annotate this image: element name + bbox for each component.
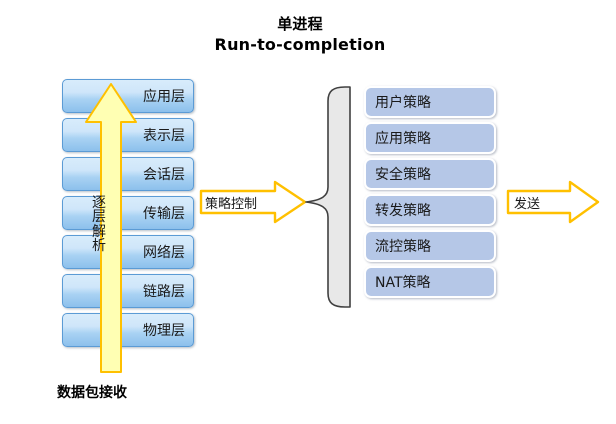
layer-label: 会话层 [143, 167, 185, 183]
diagram-title: 单进程 Run-to-completion [130, 14, 470, 56]
layer-label: 传输层 [143, 206, 185, 222]
policy-label: 转发策略 [375, 203, 431, 219]
layer-box-datalink[interactable]: 链路层 [62, 274, 194, 308]
layer-label: 网络层 [143, 245, 185, 261]
title-line-chinese: 单进程 [277, 15, 323, 33]
parse-arrow-char: 逐 [92, 195, 106, 211]
layer-label: 应用层 [143, 89, 185, 105]
policy-label: NAT策略 [375, 275, 431, 291]
policy-box-application[interactable]: 应用策略 [364, 122, 496, 154]
policy-box-user[interactable]: 用户策略 [364, 86, 496, 118]
send-arrow-icon [506, 180, 600, 224]
parse-arrow-char: 解 [92, 223, 106, 240]
policy-label: 用户策略 [375, 95, 431, 111]
layer-box-application[interactable]: 应用层 [62, 79, 194, 113]
policy-box-forwarding[interactable]: 转发策略 [364, 194, 496, 226]
policy-label: 安全策略 [375, 167, 431, 183]
policy-box-security[interactable]: 安全策略 [364, 158, 496, 190]
layer-box-physical[interactable]: 物理层 [62, 313, 194, 347]
policy-label: 应用策略 [375, 131, 431, 147]
policy-group-brace-icon [300, 84, 352, 310]
layer-label: 链路层 [143, 284, 185, 300]
parse-arrow-char: 析 [92, 237, 106, 254]
layer-label: 表示层 [143, 128, 185, 144]
packet-receive-caption: 数据包接收 [57, 385, 127, 401]
policy-box-nat[interactable]: NAT策略 [364, 266, 496, 298]
protocol-layer-stack: 应用层 表示层 会话层 传输层 网络层 链路层 物理层 [62, 79, 196, 349]
layer-label: 物理层 [143, 323, 185, 339]
send-label: 发送 [514, 197, 541, 212]
layer-box-presentation[interactable]: 表示层 [62, 118, 194, 152]
layer-box-session[interactable]: 会话层 [62, 157, 194, 191]
title-line-latin: Run-to-completion [214, 35, 386, 55]
parse-up-arrow-icon [83, 82, 139, 374]
policy-control-arrow-icon [199, 180, 307, 224]
policy-box-flow-control[interactable]: 流控策略 [364, 230, 496, 262]
layer-box-transport[interactable]: 传输层 [62, 196, 194, 230]
layer-box-network[interactable]: 网络层 [62, 235, 194, 269]
policy-control-label: 策略控制 [205, 197, 258, 212]
policy-list: 用户策略 应用策略 安全策略 转发策略 流控策略 NAT策略 [364, 86, 500, 308]
parse-arrow-label: 逐 层 解 析 [88, 196, 110, 253]
parse-arrow-char: 层 [92, 209, 106, 226]
policy-label: 流控策略 [375, 239, 431, 255]
